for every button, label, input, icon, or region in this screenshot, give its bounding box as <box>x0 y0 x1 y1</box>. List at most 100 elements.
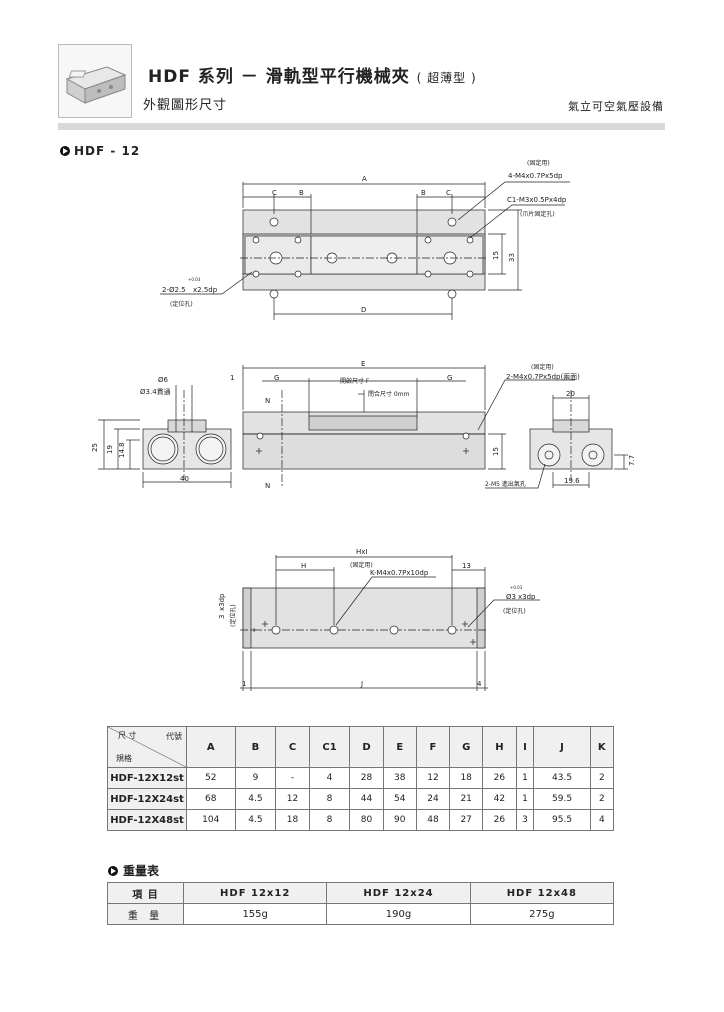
title-main: HDF 系列 － 滑軌型平行機械夾 <box>148 67 410 87</box>
header-C: C <box>275 726 310 768</box>
cell: 18 <box>275 809 310 831</box>
header-J: J <box>533 726 591 768</box>
dimension-table: 尺 寸 代號 規格 A B C C1 D E F G H I J K HDF-1… <box>107 726 615 831</box>
cell: - <box>275 767 310 789</box>
dim-E: E <box>361 360 365 368</box>
product-image-icon <box>65 66 127 104</box>
section-heading: HDF - 12 <box>60 144 140 158</box>
weight-value: 155g <box>182 903 328 925</box>
top-view-drawing: A C B B C D (固定用) 4-M4x0.7Px5dp C1-M3x0.… <box>160 159 570 320</box>
header-K: K <box>589 726 615 768</box>
header-E: E <box>382 726 417 768</box>
dim-40: 40 <box>180 475 189 483</box>
cell: 21 <box>449 788 484 810</box>
dim-A: A <box>362 175 367 183</box>
section-N-top: N <box>265 397 270 405</box>
table-header-row: 尺 寸 代號 規格 A B C C1 D E F G H I J K <box>107 726 615 768</box>
dim-19-6: 19.6 <box>564 477 580 485</box>
table-row: HDF-12X24st 68 4.5 12 8 44 54 24 21 42 1… <box>107 788 615 810</box>
weight-value: 275g <box>469 903 615 925</box>
cell: 2 <box>589 788 615 810</box>
title-paren: ( 超薄型 ) <box>416 71 477 85</box>
dim-25: 25 <box>91 443 99 452</box>
weight-table: 項 目 HDF 12x12 HDF 12x24 HDF 12x48 重 量 15… <box>107 882 615 925</box>
dim-C-left: C <box>272 189 277 197</box>
dim-1-bottom: 1 <box>242 680 246 688</box>
header-F: F <box>415 726 451 768</box>
cell: 4 <box>589 809 615 831</box>
header-A: A <box>186 726 236 768</box>
header-divider <box>58 123 665 130</box>
table-row: 項 目 HDF 12x12 HDF 12x24 HDF 12x48 <box>107 882 615 904</box>
company-name: 氣立可空氣壓設備 <box>568 100 664 113</box>
cell: 27 <box>449 809 484 831</box>
weight-model: HDF 12x24 <box>326 882 471 904</box>
cell: 3 <box>515 809 535 831</box>
d3-tolerance: +0.03 <box>510 585 523 590</box>
dim-33: 33 <box>508 253 516 262</box>
open-size: 開啟尺寸 F <box>340 377 370 385</box>
dim-7-7: 7.7 <box>628 455 636 466</box>
exhaust-port: 2-M5 進出氣孔 <box>485 480 526 488</box>
dim-J: J <box>360 680 363 688</box>
cell: 24 <box>415 788 451 810</box>
weight-title: 重量表 <box>123 864 160 878</box>
dim-15-front: 15 <box>492 447 500 456</box>
cell: 8 <box>308 809 351 831</box>
table-row: 重 量 155g 190g 275g <box>107 903 615 925</box>
table-row: HDF-12X12st 52 9 - 4 28 38 12 18 26 1 43… <box>107 767 615 789</box>
cell: 26 <box>482 809 517 831</box>
weight-model: HDF 12x48 <box>469 882 615 904</box>
item-label: 項 目 <box>107 882 184 904</box>
d3-depth: x3dp <box>518 593 536 601</box>
cell: 4.5 <box>234 809 277 831</box>
dim-19: 19 <box>106 445 114 454</box>
header-C1: C1 <box>308 726 351 768</box>
row-model: HDF-12X24st <box>107 788 187 810</box>
dim-G-right: G <box>447 374 452 382</box>
dim-C-right: C <box>446 189 451 197</box>
cell: 59.5 <box>533 788 591 810</box>
dim-H: H <box>301 562 306 570</box>
page-title: HDF 系列 － 滑軌型平行機械夾 ( 超薄型 ) <box>148 62 477 87</box>
dim-HxI: HxI <box>356 548 367 556</box>
cell: 42 <box>482 788 517 810</box>
left-depth: x3dp <box>218 593 226 611</box>
cell: 38 <box>382 767 417 789</box>
claw-thread: C1-M3x0.5Px4dp <box>507 196 567 204</box>
cell: 8 <box>308 788 351 810</box>
front-view-drawing: Ø6 Ø3.4貫通 25 19 14.8 40 E 1 G G 開啟尺寸 F 閉… <box>91 360 636 490</box>
cell: 80 <box>349 809 384 831</box>
pin-tolerance: +0.03 <box>188 277 201 282</box>
K-thread: K-M4x0.7Px10dp <box>370 569 429 577</box>
header-D: D <box>349 726 384 768</box>
cell: 12 <box>415 767 451 789</box>
weight-model: HDF 12x12 <box>182 882 328 904</box>
pin-hole: 2-Ø2.5 <box>162 286 186 294</box>
cell: 9 <box>234 767 277 789</box>
dim-d3: Ø3 <box>506 593 516 601</box>
dim-15: 15 <box>492 251 500 260</box>
cell: 28 <box>349 767 384 789</box>
table-corner: 尺 寸 代號 規格 <box>107 726 187 768</box>
left-label: 3 <box>218 615 226 619</box>
dim-D: D <box>361 306 366 314</box>
fix-note-2: (固定用) <box>531 363 554 371</box>
pin-note: (定位孔) <box>170 300 193 308</box>
fix-note-3: (固定用) <box>350 561 373 569</box>
dim-d6: Ø6 <box>158 376 169 384</box>
table-row: HDF-12X48st 104 4.5 18 8 80 90 48 27 26 … <box>107 809 615 831</box>
cell: 95.5 <box>533 809 591 831</box>
fix-thread-2: 2-M4x0.7Px5dp(兩面) <box>506 373 580 381</box>
section-label: HDF - 12 <box>74 144 141 158</box>
cell: 4.5 <box>234 788 277 810</box>
cell: 26 <box>482 767 517 789</box>
dim-B-left: B <box>299 189 304 197</box>
corner-size: 尺 寸 <box>118 731 137 740</box>
fix-note: (固定用) <box>527 159 550 167</box>
weight-label: 重 量 <box>107 903 184 925</box>
corner-code: 代號 <box>166 732 182 741</box>
corner-spec: 規格 <box>116 754 132 763</box>
section-N-bottom: N <box>265 482 270 490</box>
cell: 4 <box>308 767 351 789</box>
